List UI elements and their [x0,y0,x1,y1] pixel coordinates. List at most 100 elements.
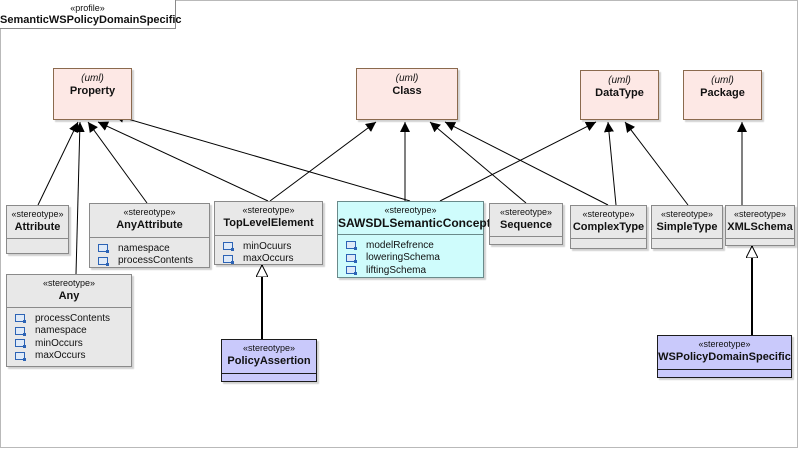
compartment-divider [215,235,322,236]
attribute-icon [346,253,357,263]
attribute-item[interactable]: modelRefrence [346,239,483,252]
compartment-divider [726,238,794,239]
attribute-label: minOccurs [35,337,83,349]
metaclass-datatype[interactable]: (uml) DataType [580,70,659,120]
metaclass-datatype-stereotype: (uml) [608,75,631,86]
stereotype-policyassertion[interactable]: «stereotype» PolicyAssertion [221,339,317,382]
extension-toplevelelement-to-class[interactable] [269,121,377,202]
stereotype-sequence-name: Sequence [500,219,552,231]
stereotype-complextype[interactable]: «stereotype» ComplexType [570,205,647,249]
attribute-label: modelRefrence [366,239,434,251]
attribute-label: namespace [35,325,87,337]
attribute-item[interactable]: minOcuurs [223,240,322,253]
stereotype-policyassertion-name: PolicyAssertion [227,355,311,367]
attribute-label: namespace [118,242,170,254]
metaclass-datatype-name: DataType [595,87,644,99]
stereotype-xmlschema-name: XMLSchema [727,221,793,233]
extension-toplevelelement-to-property[interactable] [97,121,269,202]
attribute-item[interactable]: maxOccurs [223,253,322,266]
attribute-label: maxOccurs [243,253,294,265]
attribute-list: minOcuurs maxOccurs [215,236,322,267]
metaclass-class-stereotype: (uml) [395,73,419,84]
attribute-icon [223,242,234,252]
attribute-list: modelRefrence loweringSchema liftingSche… [338,235,483,279]
metaclass-package[interactable]: (uml) Package [683,70,762,120]
stereotype-any-name: Any [58,290,80,302]
stereotype-sawsdl-keyword: «stereotype» [384,205,437,215]
profile-tab[interactable]: «profile» SemanticWSPolicyDomainSpecific [0,0,182,29]
attribute-item[interactable]: namespace [98,242,209,255]
attribute-item[interactable]: processContents [15,312,131,325]
attribute-item[interactable]: loweringSchema [346,252,483,265]
attribute-icon [15,339,26,349]
extension-attribute-to-property[interactable] [37,121,79,206]
attribute-icon [15,314,26,324]
attribute-label: loweringSchema [366,252,440,264]
attribute-label: processContents [118,255,194,267]
stereotype-wspolicy-keyword: «stereotype» [698,339,751,349]
stereotype-attribute-name: Attribute [14,221,61,233]
metaclass-property-stereotype: (uml) [81,73,104,84]
attribute-item[interactable]: namespace [15,325,131,338]
attribute-item[interactable]: processContents [98,255,209,268]
attribute-icon [223,254,234,264]
stereotype-toplevelelement-name: TopLevelElement [223,217,314,229]
stereotype-any-keyword: «stereotype» [42,278,96,288]
extension-sawsdl-to-property[interactable] [113,112,411,202]
extension-simpletype-to-datatype[interactable] [624,121,689,206]
compartment-divider [7,238,68,239]
attribute-label: liftingSchema [366,264,427,276]
attribute-icon [15,351,26,361]
extension-complextype-to-class[interactable] [444,121,609,206]
metaclass-class-name: Class [392,85,422,97]
stereotype-any[interactable]: «stereotype» Any processContents namespa… [6,274,132,367]
extension-sequence-to-class[interactable] [429,121,527,204]
compartment-divider [7,307,131,308]
stereotype-sequence-keyword: «stereotype» [499,207,553,217]
profile-stereotype: «profile» [70,3,105,13]
metaclass-package-stereotype: (uml) [711,75,734,86]
stereotype-anyattribute-name: AnyAttribute [116,219,183,231]
attribute-item[interactable]: maxOccurs [15,350,131,363]
extension-anyattribute-to-property[interactable] [87,121,148,204]
stereotype-attribute[interactable]: «stereotype» Attribute [6,205,69,254]
stereotype-xmlschema[interactable]: «stereotype» XMLSchema [725,205,795,246]
stereotype-wspolicydomainspecific[interactable]: «stereotype» WSPolicyDomainSpecific [657,335,792,378]
metaclass-property-name: Property [69,85,116,97]
attribute-icon [15,326,26,336]
attribute-list: processContents namespace minOccurs maxO… [7,308,131,364]
stereotype-simpletype[interactable]: «stereotype» SimpleType [651,205,723,249]
compartment-divider [571,238,646,239]
extension-sawsdl-to-datatype[interactable] [439,121,597,202]
stereotype-anyattribute-keyword: «stereotype» [123,207,176,217]
attribute-icon [98,244,109,254]
stereotype-complextype-name: ComplexType [572,221,645,233]
metaclass-property[interactable]: (uml) Property [53,68,132,120]
compartment-divider [222,373,316,374]
attribute-label: processContents [35,312,111,324]
stereotype-xmlschema-keyword: «stereotype» [733,209,787,219]
stereotype-complextype-keyword: «stereotype» [582,209,635,219]
compartment-divider [490,236,562,237]
stereotype-policyassertion-keyword: «stereotype» [242,343,296,353]
extension-any-to-property[interactable] [74,121,85,275]
attribute-icon [98,256,109,266]
stereotype-wspolicy-name: WSPolicyDomainSpecific [658,351,791,363]
compartment-divider [338,234,483,235]
attribute-list: namespace processContents [90,238,209,269]
metaclass-class[interactable]: (uml) Class [356,68,458,120]
attribute-icon [346,266,357,276]
stereotype-toplevelelement[interactable]: «stereotype» TopLevelElement minOcuurs m… [214,201,323,265]
compartment-divider [652,238,722,239]
stereotype-attribute-keyword: «stereotype» [11,209,64,219]
attribute-label: maxOccurs [35,350,86,362]
attribute-item[interactable]: liftingSchema [346,264,483,277]
attribute-item[interactable]: minOccurs [15,337,131,350]
profile-name: SemanticWSPolicyDomainSpecific [0,14,182,26]
stereotype-sequence[interactable]: «stereotype» Sequence [489,203,563,245]
extension-complextype-to-datatype[interactable] [603,121,617,206]
stereotype-anyattribute[interactable]: «stereotype» AnyAttribute namespace proc… [89,203,210,268]
stereotype-sawsdlsemanticconcept[interactable]: «stereotype» SAWSDLSemanticConcept model… [337,201,491,279]
